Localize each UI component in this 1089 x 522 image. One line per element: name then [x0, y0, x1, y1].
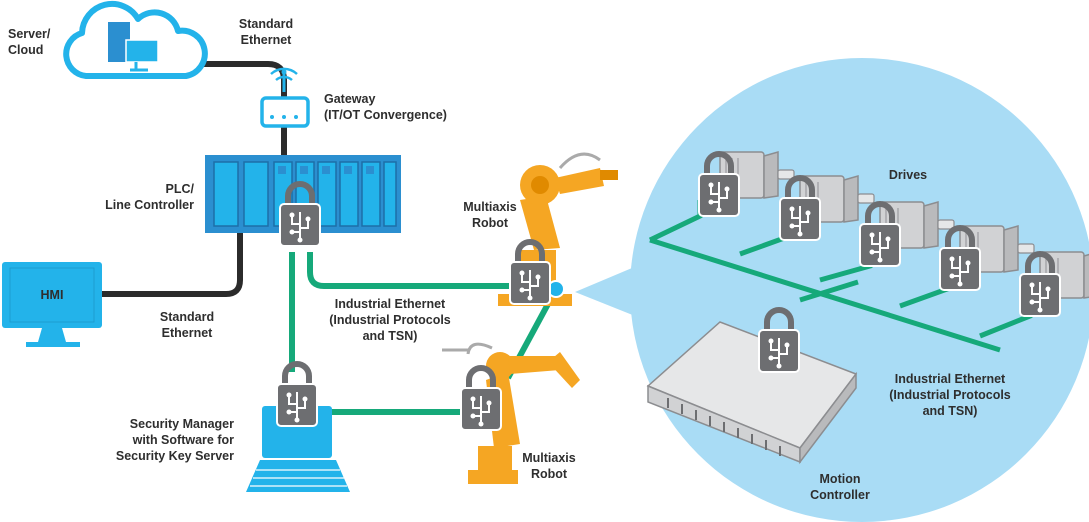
cloud-icon: [63, 0, 208, 79]
gateway-label: Gateway(IT/OT Convergence): [324, 92, 447, 122]
plc-rack-icon: [205, 155, 401, 246]
plc-label: PLC/Line Controller: [105, 182, 194, 212]
industrial-ethernet-center-label: Industrial Ethernet(Industrial Protocols…: [329, 297, 451, 343]
robot-arm-icon: [498, 152, 618, 306]
robot-arm-icon: [442, 342, 580, 484]
server-icon: [108, 22, 159, 72]
padlock-icon: [277, 364, 317, 426]
industrial-ethernet-right-label: Industrial Ethernet(Industrial Protocols…: [889, 372, 1011, 418]
hmi-label: HMI: [40, 288, 64, 302]
drives-label: Drives: [888, 168, 928, 182]
monitor-icon: [2, 262, 102, 347]
router-icon: [260, 67, 310, 128]
motion-controller-icon: [646, 310, 858, 465]
server-cloud-label: Server/Cloud: [8, 27, 51, 57]
padlock-icon: [461, 368, 501, 430]
laptop-icon: [246, 364, 350, 492]
